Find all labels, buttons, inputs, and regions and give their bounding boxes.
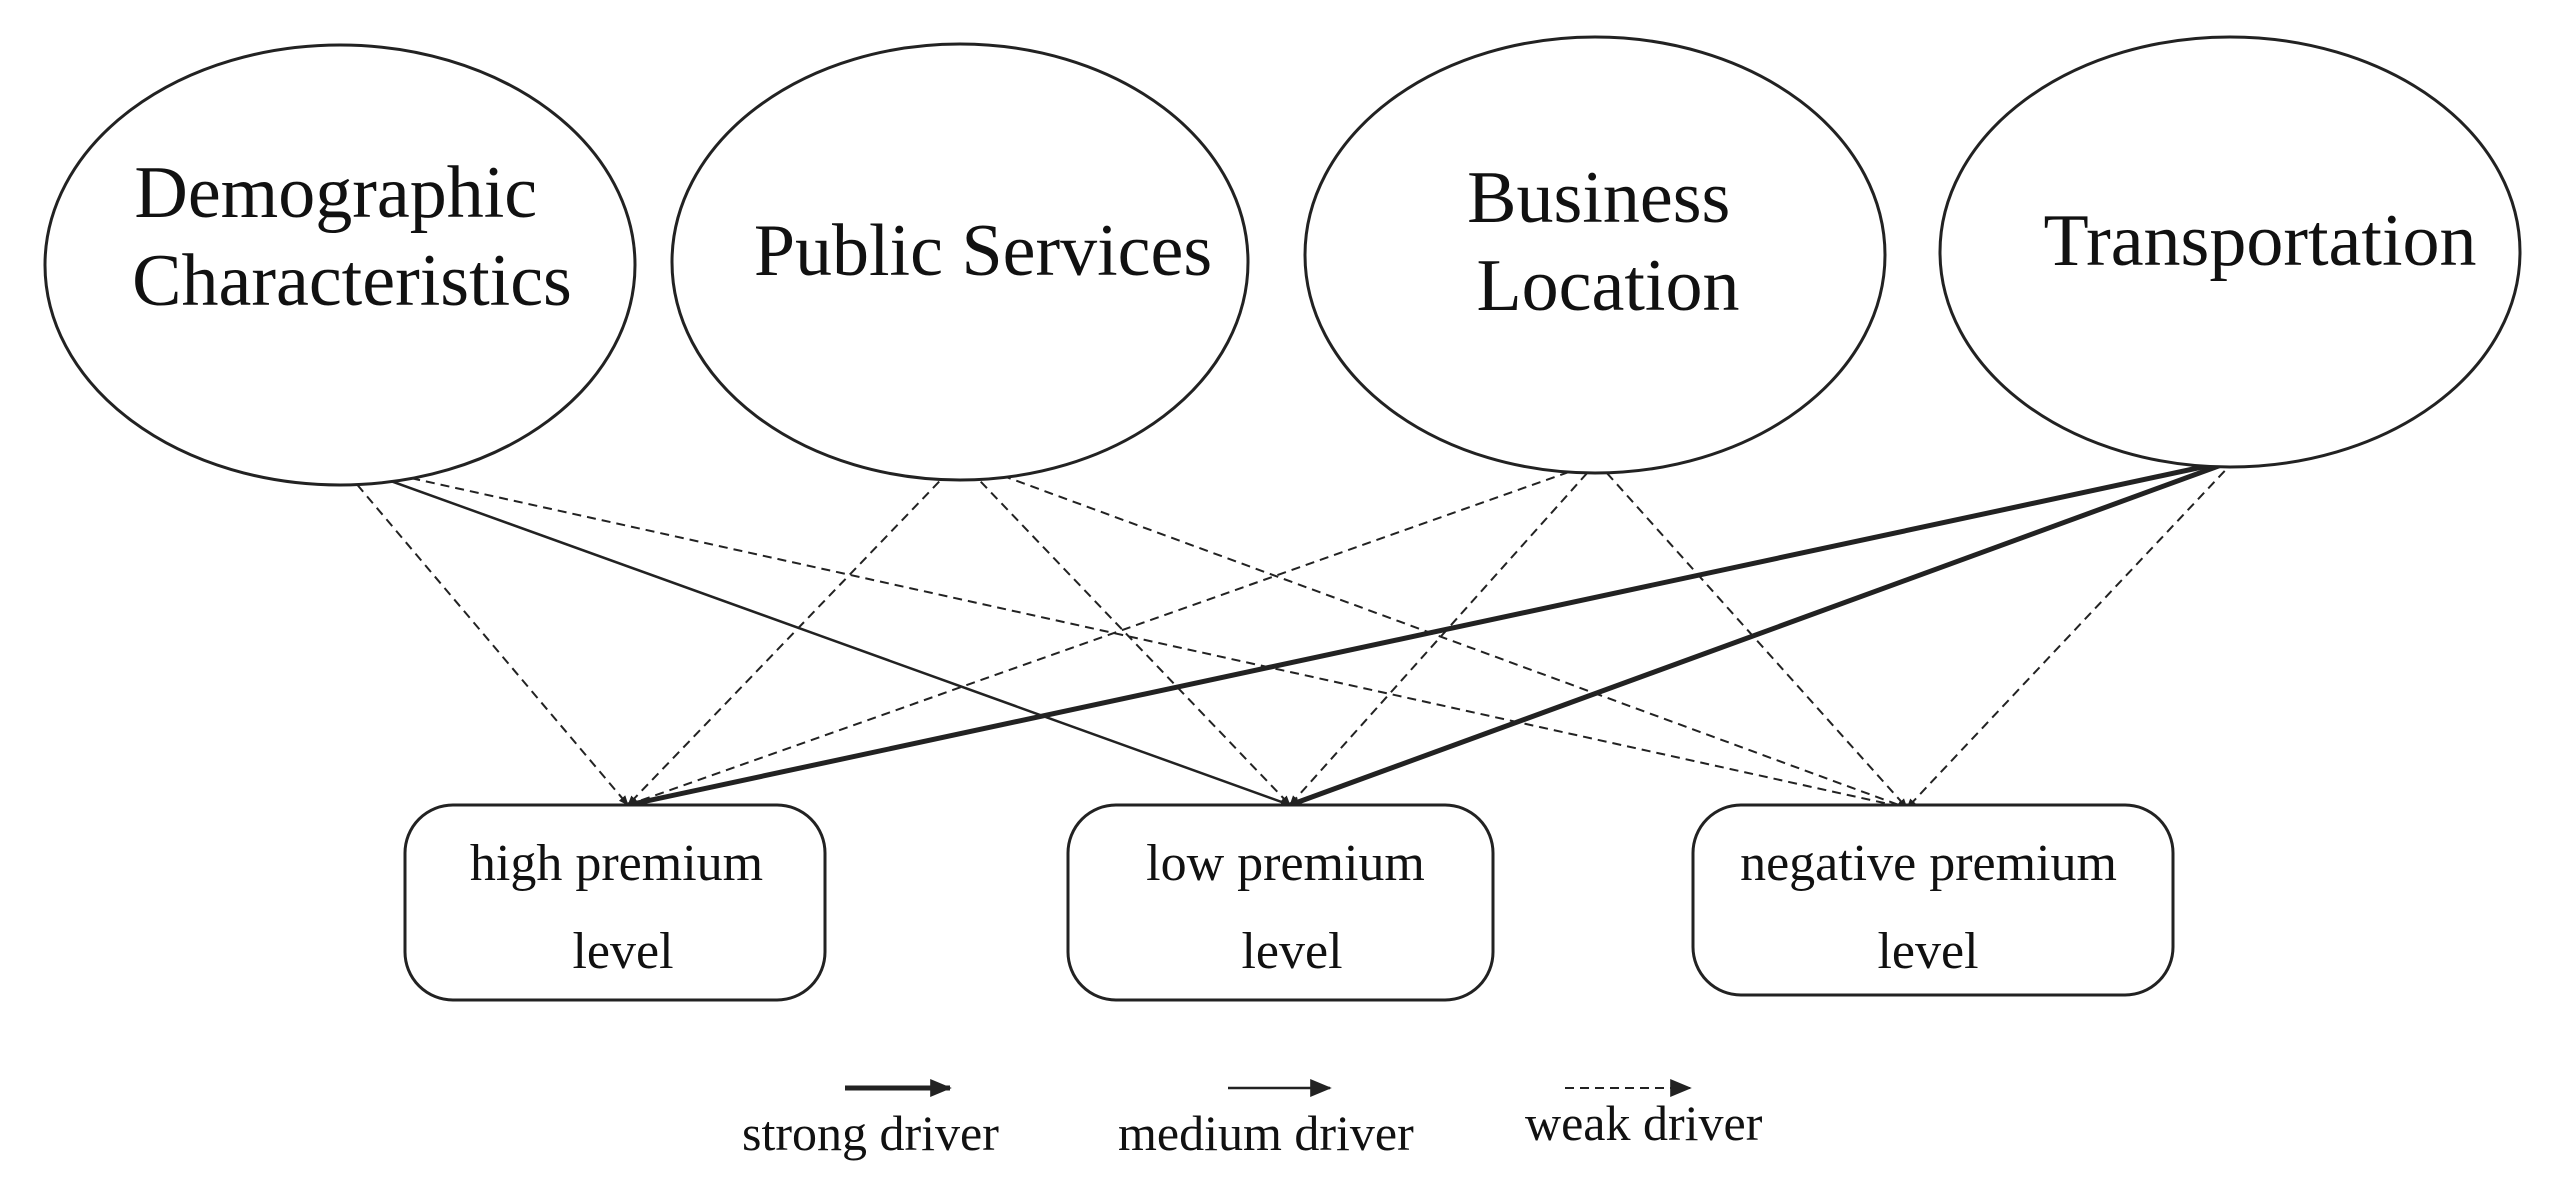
link-transport-to-high — [627, 457, 2236, 808]
legend-weak-label: weak driver — [1525, 1095, 1763, 1151]
factor-business-location-line-2: Location — [1476, 245, 1739, 327]
factor-business-location: Business Location — [1303, 35, 1887, 475]
svg-text:Public Services: Public Services — [754, 210, 1212, 292]
link-public-to-negative — [959, 459, 1908, 809]
factor-business-location-line-1: Business — [1467, 157, 1730, 239]
level-low-premium: low premium level — [1066, 803, 1495, 1002]
link-business-to-high — [627, 461, 1598, 806]
factor-demographic-line-1: Demographic — [134, 152, 537, 234]
factor-transportation-line-1: Transportation — [2043, 200, 2476, 282]
link-transport-to-negative — [1906, 459, 2236, 809]
level-low-premium-line-1: low premium — [1146, 835, 1425, 892]
level-high-premium: high premium level — [403, 803, 827, 1002]
link-transport-to-low — [1289, 457, 2236, 808]
svg-text:high premium level: high premium level — [470, 835, 776, 980]
factor-demographic-line-2: Characteristics — [132, 240, 572, 322]
link-business-to-low — [1289, 461, 1598, 806]
level-negative-premium-line-1: negative premium — [1740, 835, 2117, 892]
factor-transportation: Transportation — [1938, 35, 2522, 469]
level-low-premium-box — [1066, 803, 1495, 1002]
level-high-premium-line-2: level — [572, 923, 673, 980]
link-public-to-high — [627, 459, 961, 806]
level-negative-premium: negative premium level — [1691, 803, 2175, 997]
legend-strong: strong driver — [742, 1079, 999, 1161]
svg-text:Demographic Characterist: Demographic Characteristics — [132, 152, 572, 322]
level-negative-premium-box — [1691, 803, 2175, 997]
svg-text:Business Location: Business Location — [1467, 157, 1749, 327]
connections-layer — [337, 457, 2236, 811]
factor-public-services: Public Services — [670, 42, 1250, 482]
link-demographic-to-low — [337, 460, 1291, 807]
level-low-premium-line-2: level — [1241, 923, 1342, 980]
level-negative-premium-line-2: level — [1877, 923, 1978, 980]
level-high-premium-line-1: high premium — [470, 835, 763, 892]
factor-demographic-ellipse — [43, 43, 637, 487]
legend-strong-label: strong driver — [742, 1105, 999, 1161]
svg-text:Transportation: Transportation — [2043, 200, 2476, 282]
level-high-premium-box — [403, 803, 827, 1002]
legend-medium: medium driver — [1118, 1079, 1414, 1161]
legend-medium-label: medium driver — [1118, 1105, 1414, 1161]
link-demographic-to-negative — [337, 461, 1908, 811]
svg-text:negative premium level: negative premium level — [1740, 835, 2130, 980]
legend: strong driver medium driver weak driver — [742, 1079, 1763, 1161]
link-public-to-low — [959, 459, 1291, 806]
factor-demographic: Demographic Characteristics — [43, 43, 637, 487]
factor-public-services-line-1: Public Services — [754, 210, 1212, 292]
factor-transportation-ellipse — [1938, 35, 2522, 469]
factor-business-location-ellipse — [1303, 35, 1887, 475]
legend-weak: weak driver — [1525, 1079, 1763, 1151]
svg-text:low premium level: low premium level — [1146, 835, 1438, 980]
factor-public-services-ellipse — [670, 42, 1250, 482]
